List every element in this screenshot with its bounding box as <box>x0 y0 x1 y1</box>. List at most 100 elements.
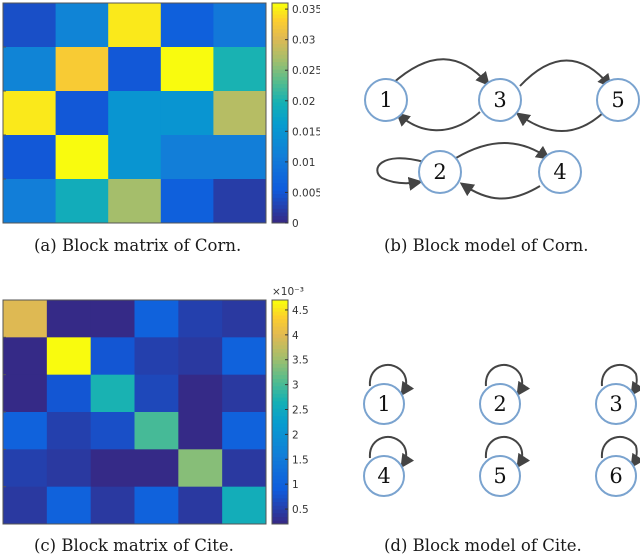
heatmap-cell <box>160 91 214 136</box>
heatmap-cell <box>108 179 162 224</box>
colorbar-tick-label: 4 <box>292 330 299 342</box>
svg-text:1: 1 <box>379 88 392 112</box>
colorbar-segment <box>272 215 288 220</box>
block-matrix-cite: 0.511.522.533.544.5×10⁻³ <box>2 286 309 525</box>
heatmap-cell <box>108 47 162 92</box>
colorbar-segment <box>272 404 288 409</box>
colorbar-tick-label: 1.5 <box>292 454 309 466</box>
colorbar-segment <box>272 193 288 198</box>
colorbar-segment <box>272 352 288 357</box>
colorbar-segment <box>272 449 288 454</box>
svg-text:5: 5 <box>493 464 506 488</box>
colorbar-tick-label: 0 <box>292 218 299 230</box>
colorbar-segment <box>272 3 288 8</box>
colorbar-segment <box>272 382 288 387</box>
colorbar-segment <box>272 142 288 147</box>
colorbar-segment <box>272 300 288 305</box>
colorbar-frame <box>271 2 289 224</box>
colorbar-segment <box>272 146 288 151</box>
colorbar-tick-label: 4.5 <box>292 305 309 317</box>
colorbar-segment <box>272 426 288 432</box>
heatmap-cell <box>3 412 48 450</box>
svg-text:4: 4 <box>377 464 390 488</box>
colorbar-segment <box>272 21 288 26</box>
colorbar-segment <box>272 348 288 353</box>
colorbar-segment <box>272 168 288 173</box>
colorbar-tick-label: 0.02 <box>292 96 315 108</box>
heatmap-cell <box>3 3 57 48</box>
colorbar-segment <box>272 190 288 195</box>
heatmap-cell <box>90 486 135 525</box>
heatmap-cell <box>90 300 135 338</box>
colorbar-tick-label: 0.5 <box>292 504 309 516</box>
colorbar-segment <box>272 72 288 77</box>
edge-4-to-2 <box>459 182 541 200</box>
node-2: 2 <box>418 150 462 194</box>
colorbar-segment <box>272 393 288 398</box>
colorbar-segment <box>272 131 288 136</box>
colorbar-segment <box>272 32 288 37</box>
heatmap-cell <box>46 374 92 413</box>
heatmap-cell <box>3 300 48 338</box>
colorbar-segment <box>272 105 288 110</box>
svg-text:5: 5 <box>611 88 624 112</box>
colorbar-tick-label: 0.01 <box>292 157 315 169</box>
colorbar-tick-label: 0.015 <box>292 126 320 138</box>
colorbar-segment <box>272 201 288 206</box>
heatmap-cell <box>178 486 223 525</box>
heatmap-cell <box>46 486 92 525</box>
colorbar-segment <box>272 408 288 413</box>
colorbar-segment <box>272 505 288 510</box>
heatmap-cell <box>3 486 48 525</box>
colorbar-segment <box>272 520 288 525</box>
heatmap-cell <box>160 47 214 92</box>
heatmap-cell <box>55 179 109 224</box>
colorbar-segment <box>272 516 288 521</box>
colorbar-frame <box>271 299 289 525</box>
heatmap-frame <box>2 2 267 224</box>
colorbar-segment <box>272 149 288 154</box>
heatmap-cell <box>160 179 214 224</box>
heatmap-cell <box>134 337 179 376</box>
colorbar-segment <box>272 160 288 165</box>
colorbar-tick-label: 0.025 <box>292 65 320 77</box>
heatmap-cell <box>90 449 135 488</box>
colorbar-segment <box>272 471 288 476</box>
colorbar-segment <box>272 456 288 462</box>
colorbar-segment <box>272 47 288 52</box>
colorbar-segment <box>272 490 288 495</box>
heatmap-cell <box>3 47 57 92</box>
colorbar-segment <box>272 204 288 209</box>
colorbar-segment <box>272 80 288 85</box>
colorbar-segment <box>272 197 288 202</box>
heatmap-cell <box>90 374 135 413</box>
colorbar-segment <box>272 497 288 503</box>
colorbar-segment <box>272 39 288 44</box>
colorbar-tick-label: 3 <box>292 380 299 392</box>
colorbar-segment <box>272 374 288 379</box>
colorbar-segment <box>272 171 288 176</box>
colorbar-segment <box>272 419 288 424</box>
edge-5-to-3 <box>515 111 605 132</box>
heatmap-cell <box>160 3 214 48</box>
heatmap-cell <box>134 412 179 450</box>
colorbar-segment <box>272 120 288 125</box>
colorbar-segment <box>272 61 288 66</box>
colorbar-segment <box>272 208 288 213</box>
svg-text:2: 2 <box>433 160 446 184</box>
svg-text:3: 3 <box>609 392 622 416</box>
colorbar-segment <box>272 14 288 19</box>
heatmap-cell <box>222 300 267 338</box>
colorbar-segment <box>272 311 288 316</box>
heatmap-cell <box>90 412 135 450</box>
caption-c: (c) Block matrix of Cite. <box>34 536 234 555</box>
colorbar-segment <box>272 333 288 338</box>
heatmap-cell <box>3 135 57 180</box>
edge-3-to-1 <box>395 111 481 132</box>
colorbar-segment <box>272 475 288 480</box>
colorbar-segment <box>272 482 288 488</box>
heatmap-cell <box>3 91 57 136</box>
heatmap-cell <box>213 135 267 180</box>
heatmap-cell <box>178 374 223 413</box>
